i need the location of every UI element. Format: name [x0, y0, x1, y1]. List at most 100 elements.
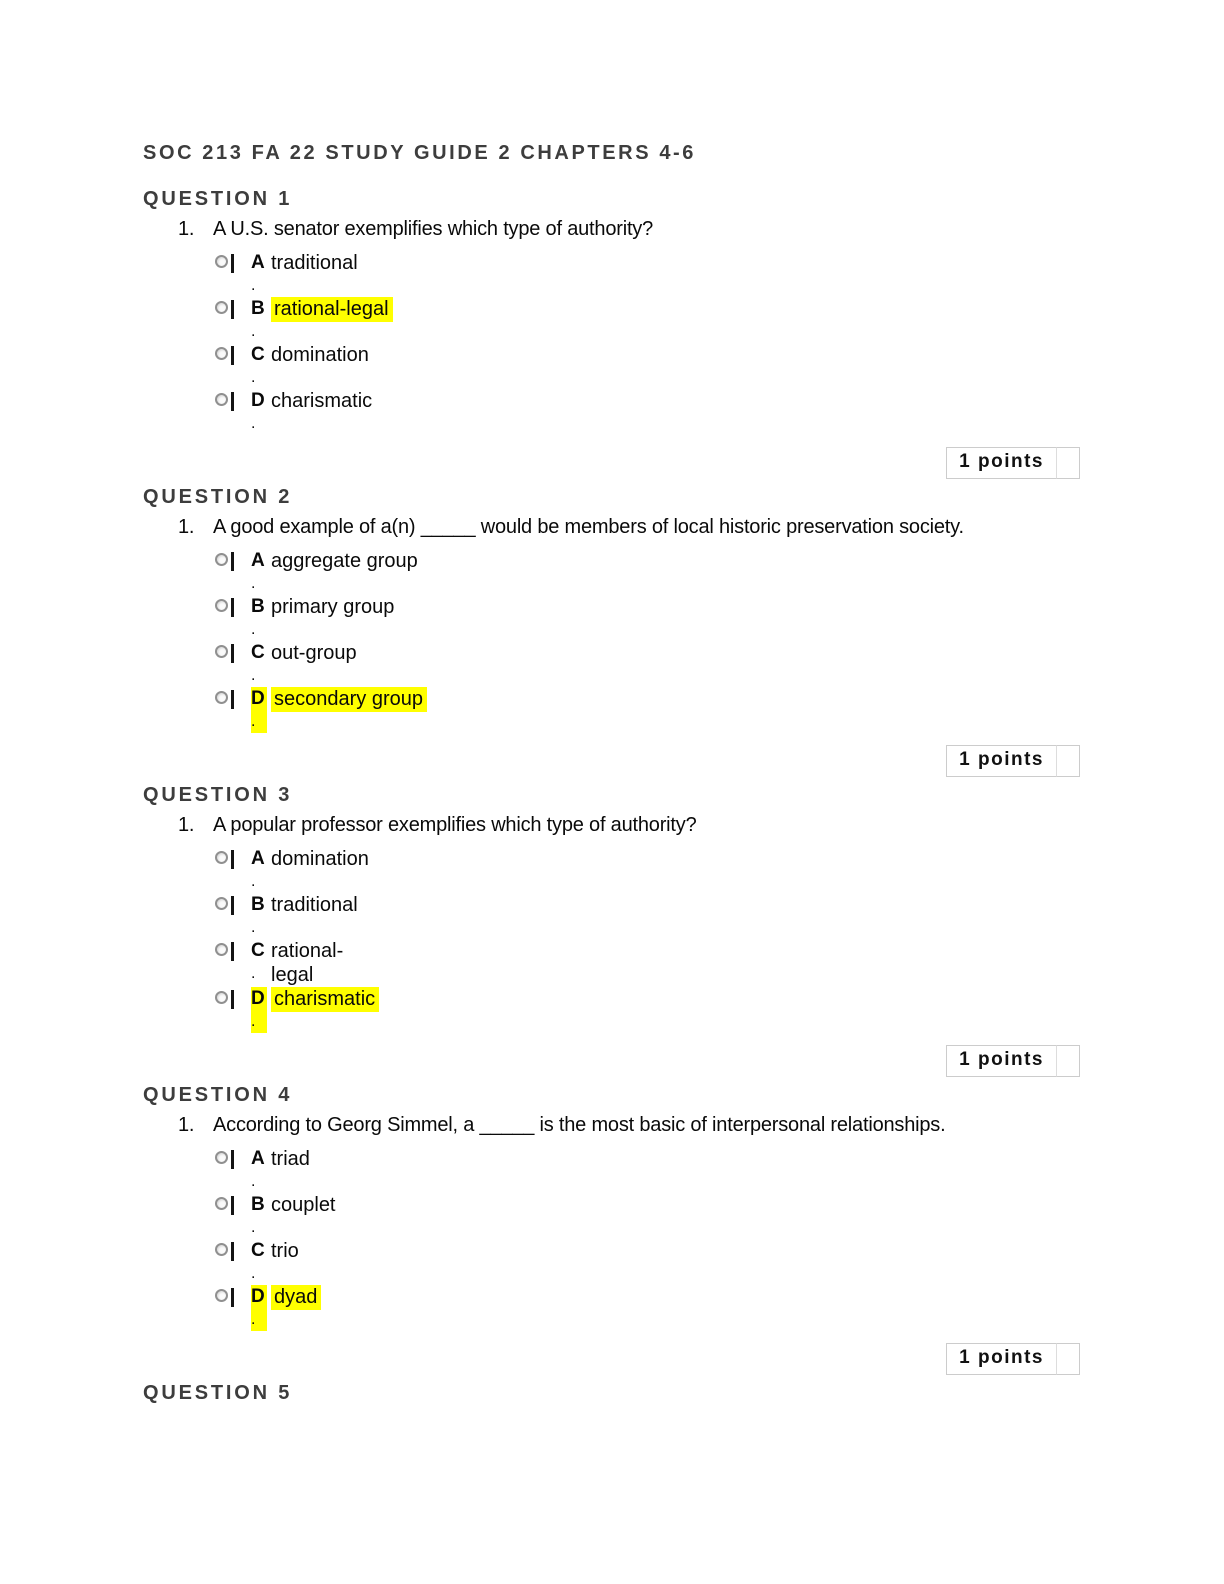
radio-button[interactable] — [215, 690, 236, 710]
radio-button[interactable] — [215, 644, 236, 664]
answer-option-c: C. rational- legal — [215, 939, 1080, 987]
radio-button[interactable] — [215, 942, 236, 962]
question-1-options: A. traditional B. rational-legal C. domi… — [215, 251, 1080, 435]
radio-button[interactable] — [215, 254, 236, 274]
answer-option-d: D. dyad — [215, 1285, 1080, 1331]
question-text: A good example of a(n) _____ would be me… — [213, 516, 964, 538]
radio-circle-icon — [215, 553, 228, 566]
points-row: 1 points — [143, 1343, 1080, 1375]
radio-circle-icon — [215, 255, 228, 268]
option-period: . — [251, 369, 256, 386]
points-box: 1 points — [946, 745, 1080, 777]
radio-button[interactable] — [215, 300, 236, 320]
radio-circle-icon — [215, 301, 228, 314]
option-text: triad — [271, 1148, 310, 1170]
question-text: A U.S. senator exemplifies which type of… — [213, 218, 654, 240]
option-letter-block: A. — [251, 251, 267, 297]
option-text: trio — [271, 1240, 299, 1262]
option-text: traditional — [271, 894, 358, 916]
text-cursor-icon — [231, 1242, 234, 1261]
points-label: 1 points — [946, 745, 1057, 777]
option-letter-block: B. — [251, 297, 267, 343]
radio-button[interactable] — [215, 346, 236, 366]
option-text-correct-answer: dyad — [271, 1285, 322, 1310]
points-empty-cell — [1056, 1343, 1080, 1375]
points-empty-cell — [1056, 447, 1080, 479]
radio-button[interactable] — [215, 896, 236, 916]
points-label: 1 points — [946, 1343, 1057, 1375]
option-period: . — [251, 965, 256, 982]
answer-option-b: B. primary group — [215, 595, 1080, 641]
question-4-header: QUESTION 4 — [143, 1084, 293, 1106]
radio-button[interactable] — [215, 1242, 236, 1262]
option-text: out-group — [271, 642, 357, 664]
radio-button[interactable] — [215, 552, 236, 572]
points-empty-cell — [1056, 745, 1080, 777]
option-letter: B — [251, 1194, 265, 1215]
document-title: SOC 213 FA 22 STUDY GUIDE 2 CHAPTERS 4-6 — [143, 142, 697, 164]
radio-button[interactable] — [215, 598, 236, 618]
option-period: . — [251, 415, 256, 432]
option-text: primary group — [271, 596, 395, 618]
option-period: . — [251, 575, 256, 592]
option-letter: A — [251, 252, 265, 273]
question-number: 1. — [178, 814, 195, 836]
points-box: 1 points — [946, 1343, 1080, 1375]
text-cursor-icon — [231, 254, 234, 273]
radio-circle-icon — [215, 393, 228, 406]
text-cursor-icon — [231, 896, 234, 915]
radio-circle-icon — [215, 991, 228, 1004]
question-block-3: QUESTION 3 1. A popular professor exempl… — [143, 783, 1080, 1077]
radio-button[interactable] — [215, 392, 236, 412]
radio-button[interactable] — [215, 850, 236, 870]
question-block-2: QUESTION 2 1. A good example of a(n) ___… — [143, 485, 1080, 777]
answer-option-d: D. secondary group — [215, 687, 1080, 733]
question-number: 1. — [178, 218, 195, 240]
radio-button[interactable] — [215, 1150, 236, 1170]
points-box: 1 points — [946, 1045, 1080, 1077]
question-5-header: QUESTION 5 — [143, 1382, 293, 1404]
points-label: 1 points — [946, 447, 1057, 479]
option-period: . — [251, 873, 256, 890]
text-cursor-icon — [231, 598, 234, 617]
text-cursor-icon — [231, 942, 234, 961]
question-3-options: A. domination B. traditional C. rational… — [215, 847, 1080, 1033]
answer-option-c: C. out-group — [215, 641, 1080, 687]
option-letter-block: C. — [251, 641, 267, 687]
option-letter-block: D. — [251, 687, 267, 733]
option-text-correct-answer: rational-legal — [271, 297, 393, 322]
answer-option-b: B. traditional — [215, 893, 1080, 939]
answer-option-a: A. aggregate group — [215, 549, 1080, 595]
option-text: couplet — [271, 1194, 336, 1216]
radio-circle-icon — [215, 691, 228, 704]
text-cursor-icon — [231, 1288, 234, 1307]
option-letter: C — [251, 940, 265, 961]
text-cursor-icon — [231, 1196, 234, 1215]
option-text: aggregate group — [271, 550, 418, 572]
question-1-prompt: 1. A U.S. senator exemplifies which type… — [178, 215, 1080, 243]
option-text-correct-answer: secondary group — [271, 687, 427, 712]
radio-circle-icon — [215, 943, 228, 956]
text-cursor-icon — [231, 850, 234, 869]
points-row: 1 points — [143, 1045, 1080, 1077]
radio-button[interactable] — [215, 1196, 236, 1216]
radio-button[interactable] — [215, 1288, 236, 1308]
question-block-5: QUESTION 5 — [143, 1381, 1080, 1405]
question-4-options: A. triad B. couplet C. trio D. dyad — [215, 1147, 1080, 1331]
text-cursor-icon — [231, 392, 234, 411]
document-content: SOC 213 FA 22 STUDY GUIDE 2 CHAPTERS 4-6… — [143, 142, 1080, 1405]
option-period: . — [251, 713, 256, 730]
radio-circle-icon — [215, 1243, 228, 1256]
text-cursor-icon — [231, 690, 234, 709]
text-cursor-icon — [231, 1150, 234, 1169]
radio-button[interactable] — [215, 990, 236, 1010]
option-letter-block: D. — [251, 987, 267, 1033]
option-period: . — [251, 667, 256, 684]
option-letter-block: D. — [251, 389, 267, 435]
option-text-correct-answer: charismatic — [271, 987, 380, 1012]
option-letter: B — [251, 894, 265, 915]
option-period: . — [251, 1311, 256, 1328]
option-period: . — [251, 277, 256, 294]
option-period: . — [251, 919, 256, 936]
